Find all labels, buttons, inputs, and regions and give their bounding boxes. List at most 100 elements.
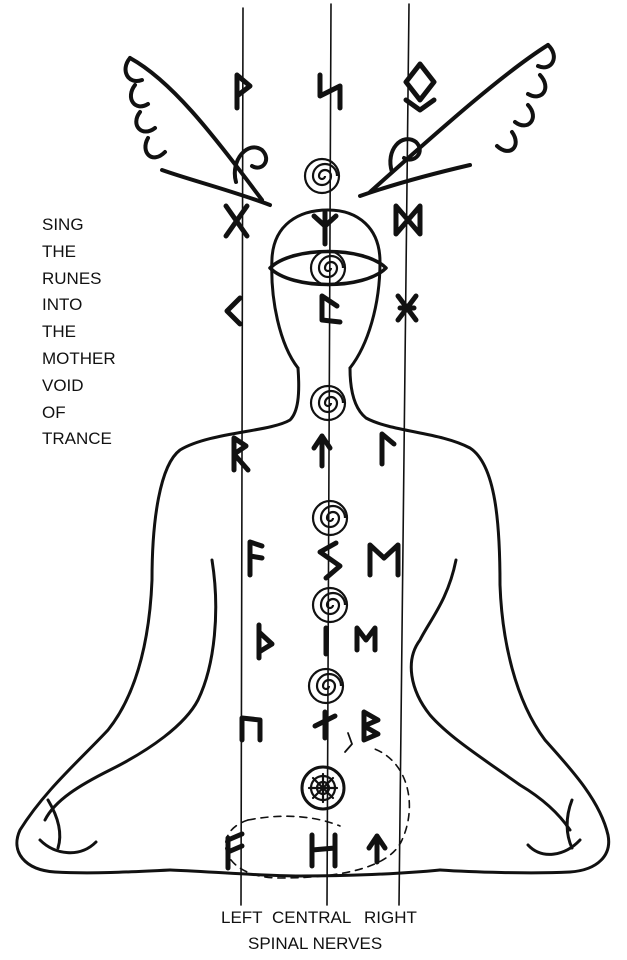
- right-wing-curl: [388, 137, 422, 174]
- chakra-third-eye-circle: [309, 249, 347, 287]
- side-caption-line: THE: [42, 241, 76, 261]
- rune-left-7: [239, 715, 263, 743]
- rune-left-2: [223, 203, 250, 239]
- chakra-heart: [311, 499, 349, 537]
- side-caption-line: SING: [42, 215, 84, 234]
- chakra-heart-circle: [311, 499, 349, 537]
- side-caption-line: VOID: [42, 375, 84, 395]
- side-caption-line: RUNES: [42, 268, 102, 288]
- left-arm-inner: [43, 558, 218, 822]
- right-wing-spine: [368, 43, 550, 194]
- third-eye: [268, 249, 388, 287]
- central-runes: [309, 72, 343, 869]
- energy-flow-path: [224, 732, 411, 879]
- rune-right-4: [379, 431, 397, 467]
- left-wing-stem: [160, 168, 272, 207]
- left-wing-feather-1: [123, 56, 144, 83]
- spinal-nerve-lines: [240, 3, 410, 906]
- chakra-crown: [303, 157, 341, 195]
- head-outline: [270, 208, 382, 370]
- chakra-third-eye-spiral: [317, 254, 345, 279]
- chakra-sacral-circle: [307, 667, 345, 705]
- right-nerve-line: [398, 3, 410, 906]
- rune-left-1: [234, 72, 253, 111]
- right-wing-feather-3: [513, 103, 535, 128]
- dashed-arrowhead: [344, 732, 353, 753]
- chakra-throat-circle: [309, 384, 347, 422]
- right-wing: [358, 43, 556, 198]
- left-wing-feather-2: [128, 83, 150, 109]
- central-nerve-line: [326, 3, 332, 906]
- dashed-loop-return: [247, 815, 341, 827]
- left-wing-feather-3: [134, 110, 157, 134]
- rune-right-8: [366, 833, 388, 865]
- rune-central-3: [319, 293, 343, 325]
- right-wing-feather-1: [536, 43, 556, 70]
- label-spinal-nerves: SPINAL NERVES: [248, 934, 383, 953]
- rune-central-8: [309, 832, 338, 869]
- left-wing-feather-4: [143, 136, 167, 160]
- right-wing-stem: [358, 163, 472, 198]
- eye-outline: [268, 249, 388, 287]
- rune-central-2: [311, 209, 339, 247]
- chakra-crown-spiral: [311, 162, 339, 187]
- rune-left-8: [225, 831, 245, 871]
- right-hand-detail: [565, 798, 574, 850]
- left-wing-curl: [232, 145, 269, 184]
- rune-left-4: [231, 435, 251, 473]
- rune-central-5: [317, 540, 343, 581]
- label-right: RIGHT: [364, 908, 417, 927]
- chakra-solar-plexus-circle: [311, 586, 349, 624]
- side-caption: SING THE RUNES INTO THE MOTHER VOID OF T…: [42, 212, 162, 453]
- left-hand-detail: [46, 798, 62, 850]
- right-runes: [354, 61, 437, 865]
- rune-central-7: [312, 709, 338, 741]
- chakra-sacral: [307, 667, 345, 705]
- rune-right-7: [361, 709, 381, 743]
- chakra-root: [300, 765, 346, 811]
- rune-right-5: [367, 542, 401, 578]
- chakra-throat: [309, 384, 347, 422]
- chakra-crown-circle: [303, 157, 341, 195]
- right-knee-detail: [526, 838, 582, 856]
- right-arm-inner: [409, 558, 572, 832]
- body-left-outline: [15, 366, 301, 875]
- left-wing-spine: [128, 56, 264, 202]
- chakra-solar-plexus: [311, 586, 349, 624]
- chakra-solar-plexus-spiral: [319, 591, 347, 616]
- chakra-sacral-spiral: [315, 672, 343, 697]
- side-caption-line: THE: [42, 322, 76, 342]
- rune-left-3: [224, 295, 243, 327]
- side-caption-line: MOTHER: [42, 348, 116, 368]
- lap-outline: [168, 868, 442, 878]
- rune-right-2: [393, 203, 423, 237]
- body-right-outline: [348, 366, 611, 875]
- label-left: LEFT: [221, 908, 263, 927]
- side-caption-line: TRANCE: [42, 429, 112, 449]
- chakra-root-star: [307, 772, 339, 804]
- rune-left-6: [256, 622, 275, 661]
- right-wing-feather-2: [526, 73, 548, 99]
- label-central: CENTRAL: [272, 908, 352, 927]
- rune-right-3: [395, 293, 419, 323]
- chakra-root-circle: [300, 765, 346, 811]
- left-wing: [123, 56, 272, 207]
- chakra-heart-spiral: [319, 504, 347, 529]
- right-wing-feather-4: [495, 130, 518, 153]
- chakra-throat-spiral: [317, 389, 345, 414]
- left-knee-detail: [38, 838, 98, 855]
- left-runes: [223, 72, 275, 871]
- chakra-third-eye: [309, 249, 347, 287]
- rune-central-4: [311, 433, 333, 469]
- rune-right-1: [403, 61, 437, 113]
- rune-left-5: [247, 539, 265, 578]
- meditating-figure-outline: [15, 208, 611, 878]
- rune-right-6: [354, 625, 378, 653]
- rune-central-1: [317, 72, 343, 111]
- side-caption-line: INTO: [42, 295, 83, 315]
- left-nerve-line: [240, 7, 244, 906]
- side-caption-line: OF: [42, 402, 66, 422]
- nerve-labels: LEFT CENTRAL RIGHT SPINAL NERVES: [0, 908, 627, 958]
